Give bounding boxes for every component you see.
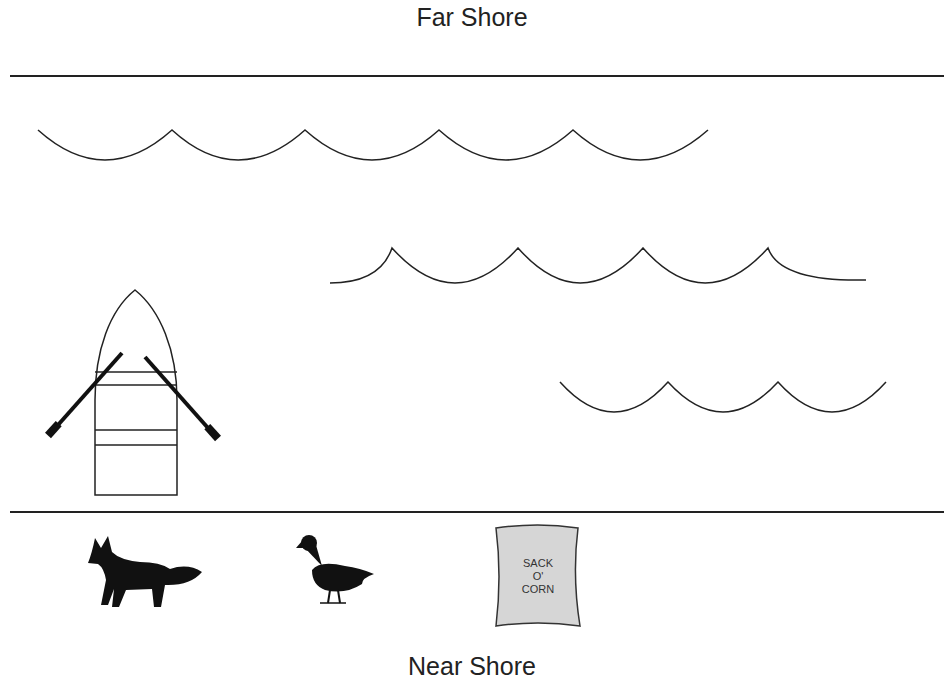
duck-leg xyxy=(328,590,330,603)
duck-body xyxy=(312,564,374,592)
boat-seat xyxy=(95,384,177,386)
sack-shape xyxy=(496,525,580,626)
oar-blade xyxy=(204,424,221,441)
oar-blade xyxy=(45,421,62,438)
wave xyxy=(38,130,708,160)
shore-label: Far Shore xyxy=(0,3,944,32)
rowboat xyxy=(45,290,221,495)
wave xyxy=(330,248,866,283)
near-shore-line xyxy=(10,511,944,513)
duck-leg xyxy=(338,590,340,603)
wave xyxy=(560,382,886,412)
duck-feet xyxy=(320,602,346,604)
duck-silhouette xyxy=(296,535,374,603)
boat-seat xyxy=(95,429,177,431)
sack-label: SACK O' CORN xyxy=(517,557,559,596)
boat-hull xyxy=(95,290,177,495)
oar xyxy=(145,357,208,428)
oar xyxy=(58,353,122,425)
corn-sack: SACK O' CORN xyxy=(494,522,582,630)
shore-label: Near Shore xyxy=(0,652,944,681)
duck-beak xyxy=(296,541,304,548)
duck-neck xyxy=(304,545,322,566)
far-shore-line xyxy=(10,75,944,77)
fox-silhouette xyxy=(88,536,202,607)
boat-seat xyxy=(95,444,177,446)
